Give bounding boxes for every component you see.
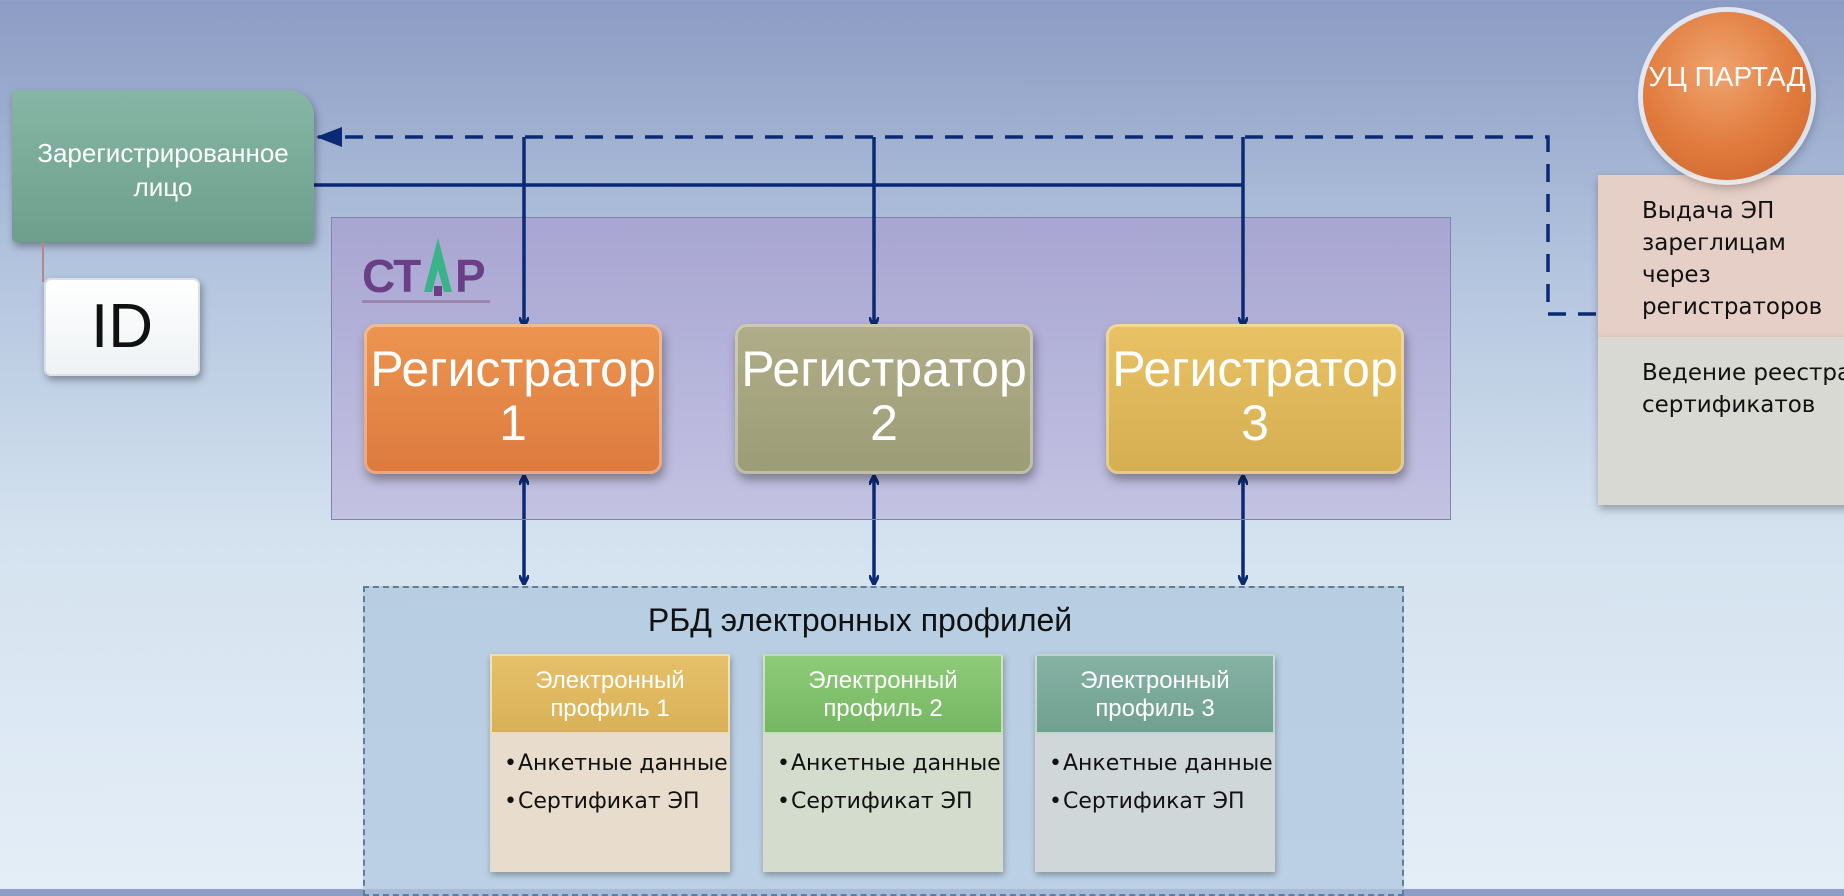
ca-function-issue: Выдача ЭП зареглицам через регистраторов <box>1598 175 1844 337</box>
profile-2-title: Электронный профиль 2 <box>763 654 1003 734</box>
ca-function-registry: Ведение реестра сертификатов <box>1598 337 1844 505</box>
profile-3-item-2: •Сертификат ЭП <box>1049 789 1245 814</box>
profile-3-body: •Анкетные данные •Сертификат ЭП <box>1035 734 1275 872</box>
registered-person-box: Зарегистрированное лицо <box>12 90 314 242</box>
svg-text:Р: Р <box>455 250 486 302</box>
profile-3-title: Электронный профиль 3 <box>1035 654 1275 734</box>
profile-1-item-1: •Анкетные данные <box>504 751 728 776</box>
id-label: ID <box>91 292 153 361</box>
ca-badge: УЦ ПАРТАД <box>1643 12 1811 180</box>
registered-person-label: Зарегистрированное лицо <box>37 138 289 202</box>
profile-2-item-1: •Анкетные данные <box>777 751 1001 776</box>
ca-name: УЦ ПАРТАД <box>1648 61 1806 92</box>
registrar-2-label: Регистратор 2 <box>741 341 1027 451</box>
registrar-2-box: Регистратор 2 <box>735 324 1033 474</box>
id-connector-line <box>42 242 44 282</box>
dashed-return-line <box>316 127 1596 316</box>
profile-3-item-1: •Анкетные данные <box>1049 751 1273 776</box>
profile-1-body: •Анкетные данные •Сертификат ЭП <box>490 734 730 872</box>
database-title: РБД электронных профилей <box>647 602 1073 638</box>
profile-2-item-2: •Сертификат ЭП <box>777 789 973 814</box>
profile-1-item-2: •Сертификат ЭП <box>504 789 700 814</box>
svg-text:СТ: СТ <box>362 250 421 302</box>
star-logo-icon: СТ Р <box>362 238 490 303</box>
profile-1-title: Электронный профиль 1 <box>490 654 730 734</box>
registrar-3-box: Регистратор 3 <box>1106 324 1404 474</box>
id-card: ID <box>44 278 200 376</box>
registrar-3-label: Регистратор 3 <box>1112 341 1398 451</box>
profile-2-body: •Анкетные данные •Сертификат ЭП <box>763 734 1003 872</box>
registrar-1-box: Регистратор 1 <box>364 324 662 474</box>
registrar-1-label: Регистратор 1 <box>370 341 656 451</box>
